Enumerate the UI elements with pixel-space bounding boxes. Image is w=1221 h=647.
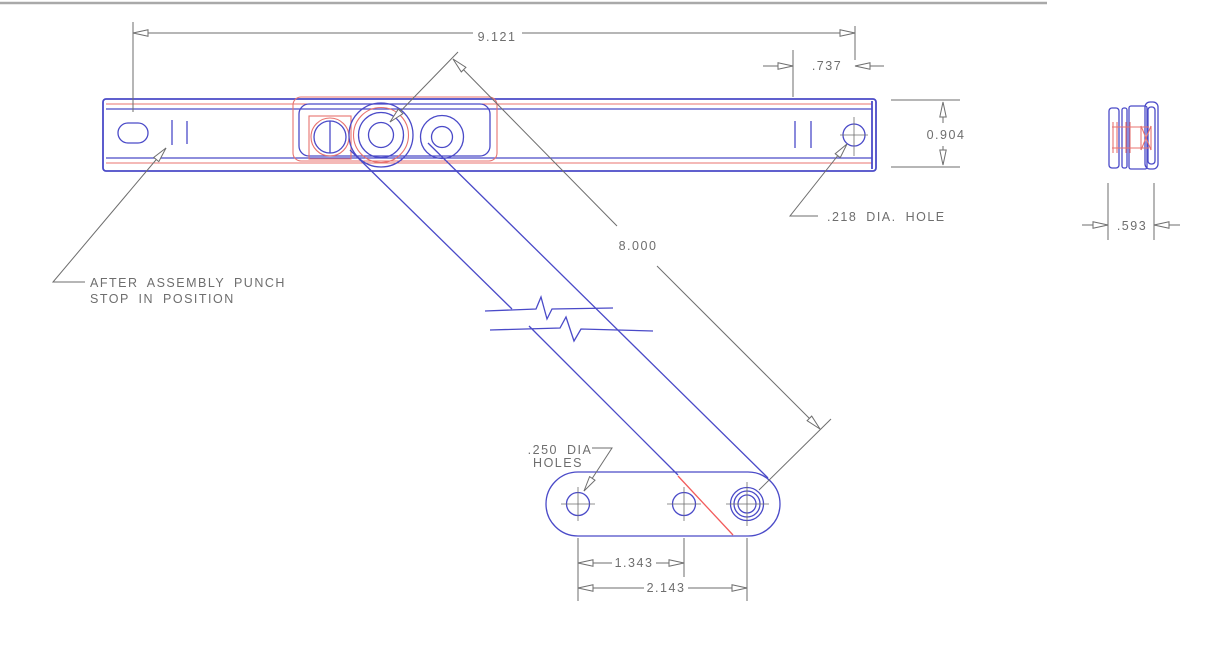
extension-leader [389, 51, 459, 123]
dim-arrowhead [854, 62, 871, 70]
dim-text-hole-offset: .737 [812, 59, 842, 73]
track-section-view [1108, 101, 1159, 170]
dimension-line [656, 265, 821, 430]
dim-arrowhead [577, 559, 594, 567]
dim-arrowhead [777, 62, 794, 70]
pivot-hub [292, 96, 498, 168]
section-channel-inner [1147, 106, 1156, 165]
leader-line [51, 147, 167, 283]
leader-arrowhead [153, 147, 167, 163]
track-top-view [102, 96, 877, 172]
dim-arrowhead [577, 584, 594, 592]
section-plate-1 [1108, 107, 1120, 169]
leader-line [788, 143, 848, 217]
extension-leader [758, 418, 832, 491]
dim-arrowhead [389, 108, 404, 123]
arm-end-plate [545, 471, 781, 537]
dim-text-arm-length: 8.000 [619, 239, 658, 253]
note-line1: AFTER ASSEMBLY PUNCH [90, 276, 286, 290]
dim-arm-hole-spacing-far: 2.143 [577, 538, 748, 601]
dim-section-width: .593 [1082, 183, 1180, 240]
slider-roller-hole [430, 125, 454, 149]
hub-blue-housing [298, 103, 491, 157]
dim-text-hole-spacing-far: 2.143 [647, 581, 686, 595]
assembly-note: AFTER ASSEMBLY PUNCH STOP IN POSITION [51, 147, 286, 306]
dim-arm-length: 8.000 [389, 51, 832, 491]
dim-arrowhead [452, 58, 467, 73]
dim-arrowhead [939, 149, 947, 166]
section-body [1128, 105, 1148, 170]
track-outline [102, 98, 877, 172]
leader-arm-holes: .250 DIA HOLES [528, 443, 613, 492]
arm-edge-left-lower [528, 325, 679, 476]
dim-text-hole-spacing-near: 1.343 [615, 556, 654, 570]
dim-arrowhead [1153, 221, 1170, 229]
note-line2: STOP IN POSITION [90, 292, 235, 306]
leader-track-hole: .218 DIA. HOLE [788, 143, 946, 224]
dim-overall-length: 9.121 [132, 22, 856, 112]
slider-roller-outer [419, 114, 465, 160]
section-red-cross [1140, 125, 1152, 151]
dim-arrowhead [839, 29, 856, 37]
arm-edge-right [427, 142, 769, 479]
dim-text-track-height: 0.904 [927, 128, 966, 142]
pivot-ring-outer [348, 102, 414, 168]
hub-red-housing [292, 96, 498, 162]
break-line-upper [484, 295, 614, 321]
section-plate-2 [1121, 107, 1128, 169]
dim-track-height: 0.904 [891, 99, 966, 168]
dim-arrowhead [806, 415, 821, 430]
end-plate-red-edge [677, 475, 734, 536]
dim-arm-hole-spacing-near: 1.343 [577, 538, 685, 601]
dim-arrowhead [939, 101, 947, 118]
leader-line [583, 447, 613, 492]
pivot-ring-red [352, 106, 410, 164]
dim-arrowhead [1092, 221, 1109, 229]
dim-text-overall-length: 9.121 [478, 30, 517, 44]
dim-hole-offset: .737 [763, 50, 884, 97]
pivot-ring-mid [357, 111, 405, 159]
pivot-arm [349, 142, 769, 479]
pivot-hole [367, 121, 395, 149]
dimension-line [452, 58, 618, 227]
dim-text-section-width: .593 [1117, 219, 1147, 233]
screw-housing-square [308, 115, 352, 160]
track-slot-left [117, 122, 149, 144]
leader-arrowhead [583, 475, 596, 492]
label-track-hole: .218 DIA. HOLE [827, 210, 946, 224]
dim-arrowhead [668, 559, 685, 567]
label-arm-holes-line2: HOLES [533, 456, 583, 470]
end-plate-outline [545, 471, 781, 537]
arm-edge-left-upper [349, 149, 513, 310]
break-line-lower [489, 315, 654, 343]
dim-arrowhead [132, 29, 149, 37]
leader-arrowhead [834, 143, 848, 159]
label-arm-holes-line1: .250 DIA [528, 443, 593, 457]
dim-arrowhead [731, 584, 748, 592]
